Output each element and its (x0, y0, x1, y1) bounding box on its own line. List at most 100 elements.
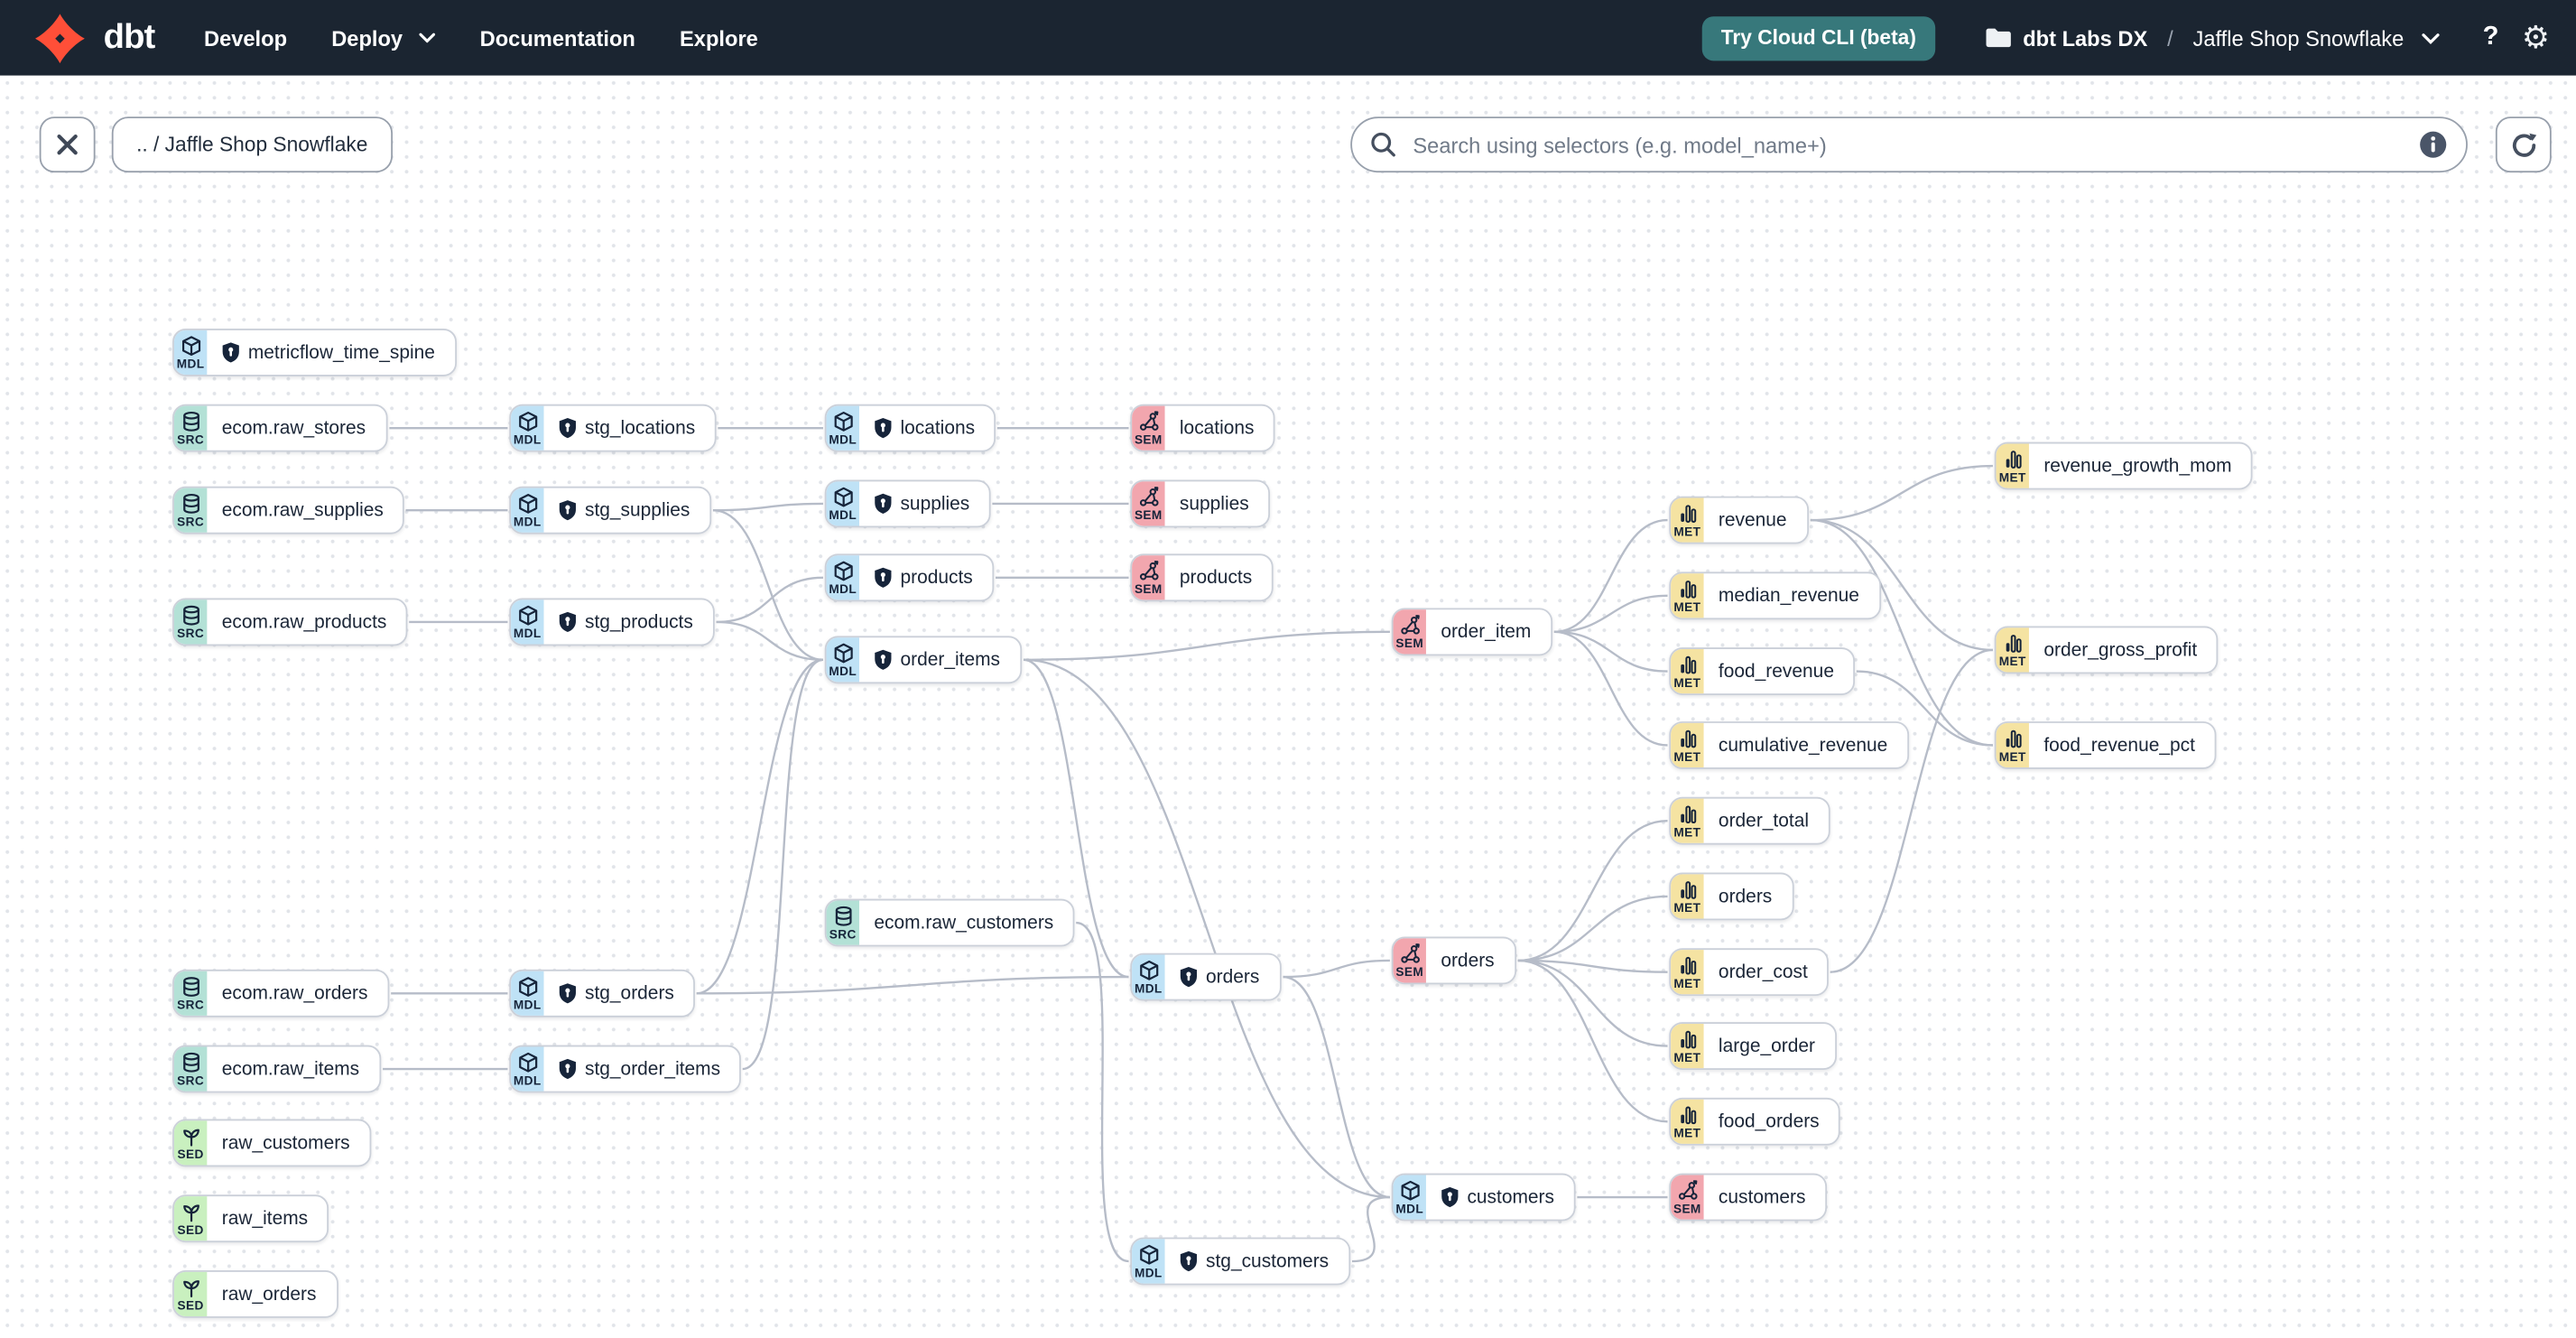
database-icon (180, 604, 201, 626)
node-label: ecom.raw_orders (221, 983, 368, 1004)
nav-item-develop[interactable]: Develop (203, 25, 288, 51)
nav-item-deploy[interactable]: Deploy (331, 25, 436, 51)
node-body: stg_customers (1165, 1239, 1348, 1283)
node-type-cell: MDL (511, 1046, 544, 1092)
cube-icon (516, 976, 538, 998)
help-icon[interactable]: ? (2482, 23, 2499, 51)
node-body: order_item (1426, 609, 1551, 654)
node-type-cell: MET (1996, 722, 2029, 768)
node-label: cumulative_revenue (1718, 735, 1888, 756)
cube-icon (516, 411, 538, 432)
bar-chart-icon (1677, 654, 1699, 675)
refresh-button[interactable] (2495, 116, 2552, 173)
node-body: ecom.raw_products (207, 599, 406, 644)
close-lineage-button[interactable] (39, 116, 96, 173)
graph-node-orders_sem[interactable]: SEM orders (1391, 936, 1516, 985)
node-label: ecom.raw_stores (221, 418, 366, 439)
account-name[interactable]: dbt Labs DX (2023, 25, 2148, 51)
node-body: ecom.raw_orders (207, 971, 387, 1016)
graph-node-raw_products[interactable]: SRC ecom.raw_products (172, 598, 409, 646)
contract-shield-icon (559, 982, 577, 1004)
node-type-cell: MET (1671, 1023, 1704, 1069)
node-type-cell: SEM (1393, 938, 1426, 983)
project-name[interactable]: Jaffle Shop Snowflake (2192, 25, 2405, 51)
node-body: stg_products (543, 599, 712, 644)
node-label: ecom.raw_products (221, 612, 387, 632)
chevron-down-icon[interactable] (2422, 32, 2440, 44)
dbt-logo[interactable]: dbt (32, 11, 155, 65)
node-type-cell: MDL (511, 599, 544, 645)
node-type-label: MDL (829, 581, 857, 597)
cube-icon (832, 411, 854, 432)
node-type-cell: SRC (173, 599, 208, 645)
node-type-label: MDL (829, 506, 857, 523)
gear-icon[interactable]: ⚙ (2521, 18, 2550, 55)
seedling-icon (180, 1125, 201, 1147)
node-type-cell: SRC (826, 900, 859, 945)
node-type-cell: MET (1671, 1099, 1704, 1144)
breadcrumb[interactable]: .. / Jaffle Shop Snowflake (111, 116, 393, 173)
node-type-cell: SRC (173, 1046, 208, 1092)
search-input[interactable] (1409, 130, 2419, 159)
node-label: stg_locations (584, 418, 696, 439)
node-body: revenue_growth_mom (2029, 443, 2251, 488)
node-type-label: SRC (829, 926, 857, 942)
bar-chart-icon (1677, 804, 1699, 825)
try-cloud-cli-button[interactable]: Try Cloud CLI (beta) (1700, 15, 1936, 60)
node-body: raw_items (207, 1196, 328, 1240)
node-body: food_orders (1704, 1100, 1839, 1144)
node-label: order_gross_profit (2043, 639, 2198, 660)
semantic-graph-icon (1137, 410, 1159, 432)
node-body: order_gross_profit (2029, 627, 2217, 672)
nav-item-documentation[interactable]: Documentation (479, 25, 635, 51)
selector-search-bar[interactable] (1350, 116, 2468, 173)
node-label: orders (1441, 950, 1495, 971)
node-type-cell: SEM (1393, 609, 1426, 655)
close-icon (57, 134, 78, 155)
info-icon[interactable] (2418, 130, 2448, 160)
contract-shield-icon (559, 499, 577, 521)
nav-item-explore[interactable]: Explore (680, 25, 758, 51)
node-label: products (1179, 567, 1253, 588)
